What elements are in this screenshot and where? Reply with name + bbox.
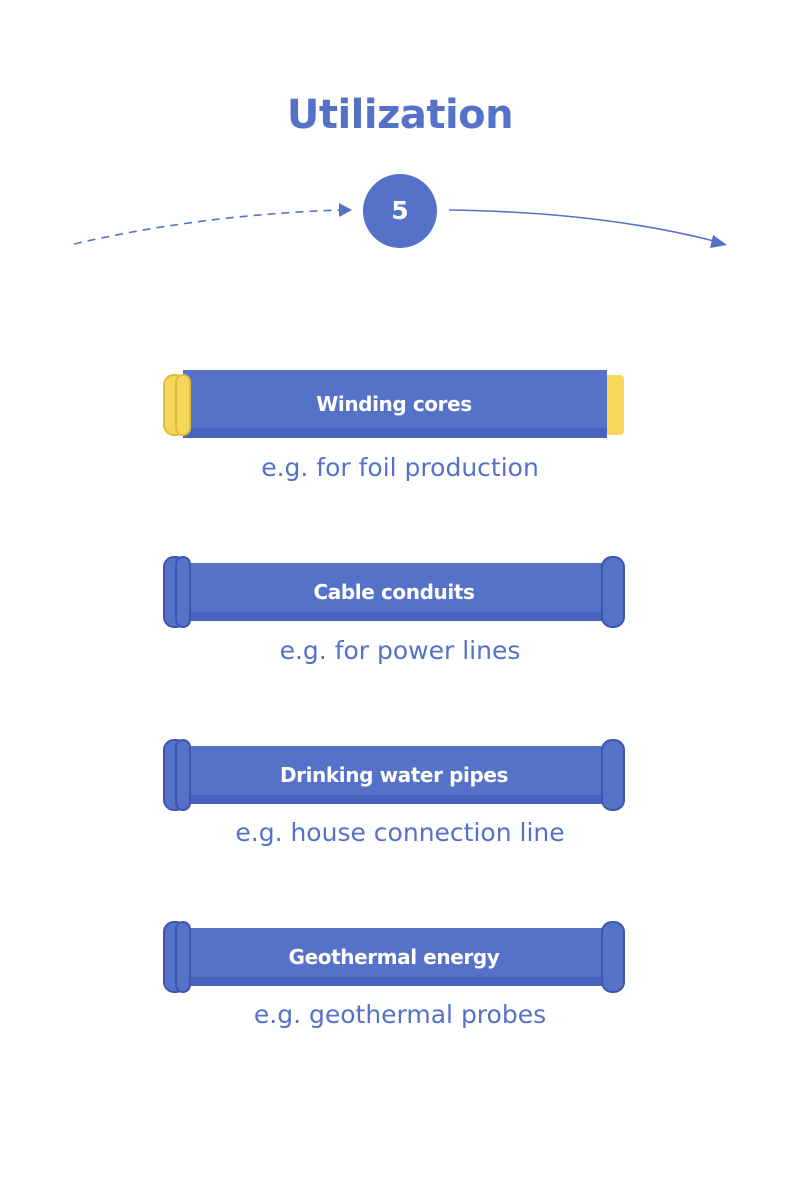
step-circle [363,174,437,248]
step-indicator [73,174,727,248]
pipe-winding-cores-graphic [163,370,624,438]
outgoing-arrowhead [710,235,727,248]
pipe-label: Drinking water pipes [279,763,509,787]
pipe-caption: e.g. for foil production [261,453,539,482]
pipe-drinking-water-graphic [163,739,625,811]
pipe-caption: e.g. for power lines [279,636,521,665]
pipe-label: Winding cores [316,392,472,416]
pipe-label: Geothermal energy [288,945,500,969]
incoming-dashed-arrow [73,209,341,245]
pipe-geothermal-graphic [163,921,625,993]
incoming-arrowhead [339,203,352,217]
pipe-label: Cable conduits [313,580,475,604]
pipe-caption: e.g. house connection line [235,818,565,847]
pipe-caption: e.g. geothermal probes [253,1000,547,1029]
outgoing-solid-arrow [448,209,715,242]
page-title: Utilization [286,92,514,138]
pipe-cable-conduits-graphic [163,556,625,628]
step-number: 5 [391,196,409,225]
